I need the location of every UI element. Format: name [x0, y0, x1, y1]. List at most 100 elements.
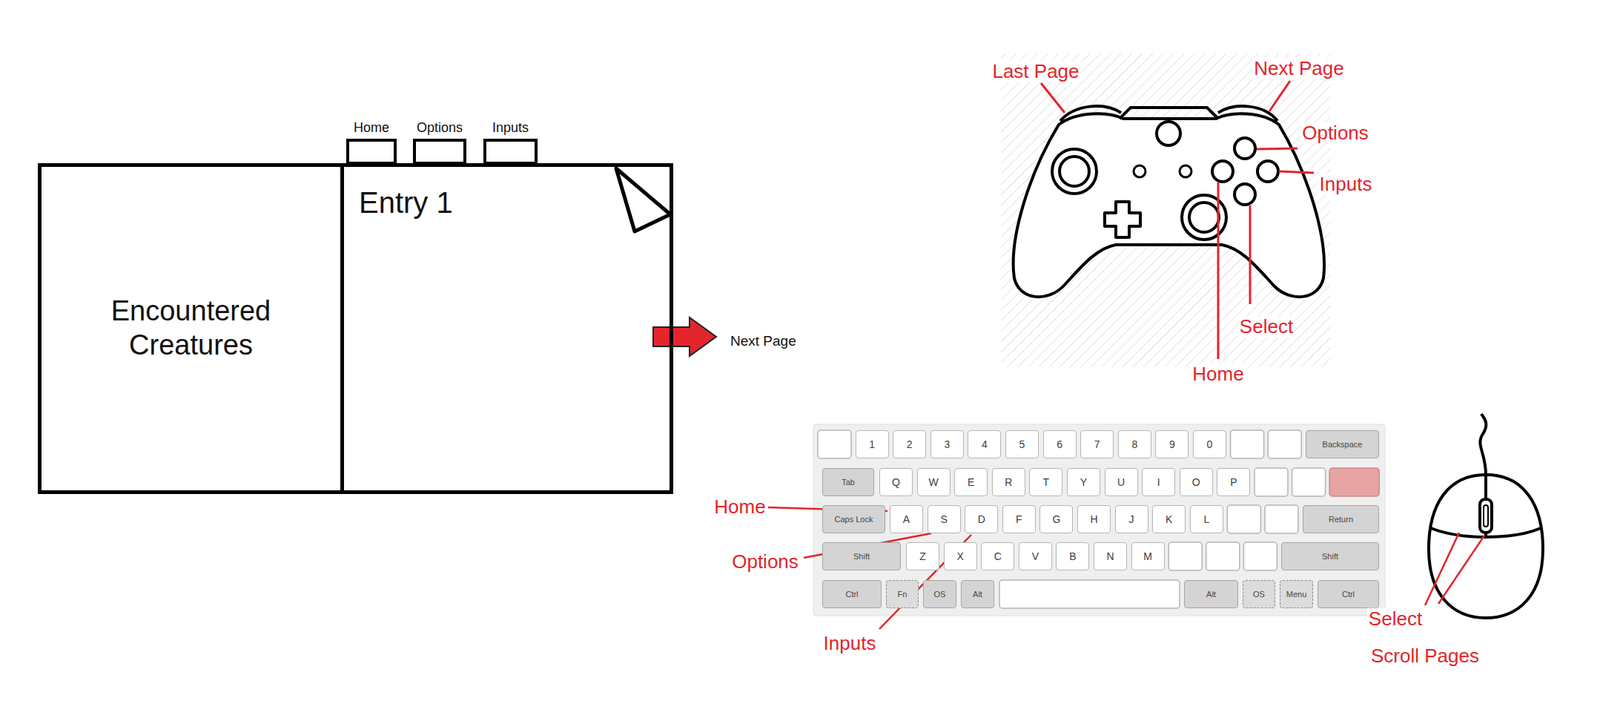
modifier-key: OS: [1242, 579, 1276, 608]
y-button: [1234, 137, 1256, 159]
key-label: Shift: [853, 551, 870, 561]
book-page: Entry 1: [340, 163, 674, 494]
key: V: [1018, 541, 1053, 571]
key: 2: [892, 430, 927, 459]
key: J: [1115, 504, 1149, 534]
leader-line: [1278, 171, 1314, 173]
key-label: J: [1129, 513, 1135, 525]
key-label: E: [967, 475, 975, 488]
page-heading: Entry 1: [358, 184, 454, 221]
key: S: [927, 504, 961, 534]
callout-label: Last Page: [990, 60, 1081, 83]
modifier-key: Menu: [1279, 579, 1314, 608]
key-label: Caps Lock: [834, 514, 874, 524]
scroll-wheel: [1479, 498, 1492, 533]
callout-label: Scroll Pages: [1369, 645, 1481, 667]
blank-key: [1292, 467, 1326, 497]
key: W: [917, 467, 951, 497]
callout-label: Options: [1300, 122, 1371, 144]
controller-body: [1013, 113, 1325, 297]
key-label: Return: [1328, 514, 1354, 524]
left-stick: [1052, 149, 1097, 194]
key: G: [1039, 504, 1073, 534]
key: Z: [906, 541, 940, 571]
key-label: OS: [1253, 589, 1265, 599]
modifier-key: Shift: [1281, 541, 1380, 571]
d-pad: [1104, 201, 1141, 238]
modifier-key: Ctrl: [1317, 579, 1380, 608]
key-label: F: [1015, 513, 1023, 525]
space-bar: [999, 579, 1180, 608]
key: 0: [1192, 430, 1227, 459]
callout-label: Inputs: [1318, 173, 1374, 195]
blank-key: [1267, 430, 1302, 459]
key-label: S: [940, 513, 947, 525]
leader-line: [1269, 80, 1291, 112]
keyboard-base: [813, 424, 1385, 616]
key: E: [954, 467, 988, 497]
tab-label: Home: [353, 119, 390, 136]
key: F: [1002, 504, 1036, 534]
key-label: 8: [1131, 438, 1138, 451]
key: A: [889, 504, 924, 534]
key: R: [992, 467, 1026, 497]
highlighted-key: [1329, 467, 1380, 497]
mouse-split: [1484, 474, 1488, 499]
modifier-key: Alt: [1184, 579, 1239, 608]
modifier-key: OS: [923, 579, 957, 608]
scroll-wheel-inner: [1483, 504, 1489, 527]
key-label: 5: [1019, 438, 1026, 451]
modifier-key: Alt: [960, 579, 995, 608]
blank-key: [1227, 504, 1261, 534]
key-label: Alt: [1206, 589, 1216, 599]
callout-label: Inputs: [822, 632, 878, 654]
key: 7: [1080, 430, 1114, 459]
callout-label: Select: [1238, 315, 1295, 338]
key-label: 7: [1094, 438, 1101, 451]
arrow-label: Next Page: [728, 333, 798, 350]
key-label: M: [1143, 550, 1153, 563]
key-label: OS: [934, 589, 947, 599]
key-label: W: [928, 475, 938, 488]
key-label: 9: [1169, 438, 1176, 451]
view-button: [1133, 165, 1146, 178]
callout-label: Options: [730, 550, 800, 573]
key: L: [1189, 504, 1224, 534]
key-label: X: [956, 550, 964, 563]
tab-label: Inputs: [492, 119, 529, 136]
callout-label: Home: [1190, 363, 1245, 385]
modifier-key: Backspace: [1305, 430, 1380, 459]
key: 3: [930, 430, 964, 459]
key-label: R: [1004, 475, 1013, 488]
key-label: U: [1117, 475, 1125, 488]
modifier-key: Shift: [822, 541, 901, 571]
key-label: Q: [891, 475, 901, 488]
key: X: [943, 541, 978, 571]
key-label: O: [1192, 475, 1201, 488]
book-page: Encountered Creatures: [37, 163, 345, 494]
key: Q: [879, 467, 913, 497]
key-label: Y: [1080, 475, 1087, 488]
key-label: Tab: [841, 477, 855, 487]
callout-label: Next Page: [1252, 57, 1345, 80]
key-label: D: [977, 513, 986, 525]
key-label: L: [1203, 513, 1210, 525]
guide-button: [1156, 121, 1181, 146]
leader-line: [1249, 205, 1252, 304]
a-button: [1234, 183, 1256, 205]
key: B: [1055, 541, 1090, 571]
callout-label: Select: [1367, 607, 1424, 630]
blank-key: [1206, 541, 1240, 571]
key: I: [1141, 467, 1176, 497]
leader-line: [1438, 535, 1485, 604]
modifier-key: Return: [1302, 504, 1380, 534]
key-label: K: [1165, 513, 1173, 525]
x-button: [1212, 160, 1233, 182]
modifier-key: Ctrl: [822, 579, 882, 608]
key-label: Ctrl: [845, 589, 858, 599]
key: 6: [1043, 430, 1077, 459]
key-label: 4: [981, 438, 988, 451]
mouse-body: [1428, 474, 1543, 618]
key-label: N: [1106, 550, 1114, 563]
